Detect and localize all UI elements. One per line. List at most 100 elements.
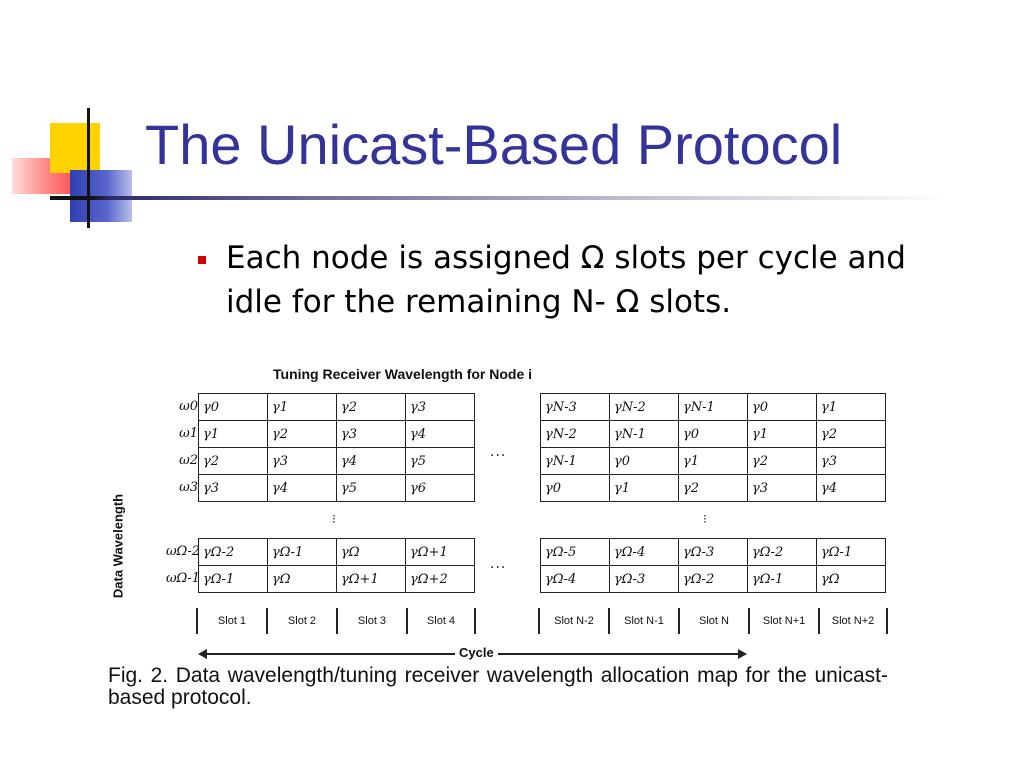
grid-cell: γΩ-4 <box>540 565 610 593</box>
grid-cell: γΩ <box>336 538 406 566</box>
grid-cell: γN-2 <box>609 393 679 421</box>
slot-label: Slot N+1 <box>748 608 818 634</box>
row-label: ω3 <box>179 480 198 495</box>
slide-title: The Unicast-Based Protocol <box>145 113 843 176</box>
grid-cell: γΩ-2 <box>747 538 817 566</box>
row-label: ωΩ-1 <box>165 571 200 586</box>
grid-cell: γ3 <box>267 447 337 475</box>
grid-cell: γ2 <box>678 474 748 502</box>
grid-cell: γN-1 <box>609 420 679 448</box>
slot-label: Slot N-1 <box>608 608 678 634</box>
grid-cell: γ0 <box>678 420 748 448</box>
logo-yellow-square <box>50 123 100 173</box>
logo-vertical-line <box>87 108 90 228</box>
slot-label: Slot 3 <box>336 608 406 634</box>
grid-cell: γ0 <box>609 447 679 475</box>
grid-cell: γ5 <box>405 447 475 475</box>
bullet-square-icon <box>198 256 206 264</box>
grid-cell: γ3 <box>747 474 817 502</box>
grid-cell: γ1 <box>267 393 337 421</box>
grid-cell: γΩ-3 <box>678 538 748 566</box>
figure-caption: Fig. 2. Data wavelength/tuning receiver … <box>108 664 888 709</box>
grid-cell: γΩ-4 <box>609 538 679 566</box>
grid-cell: γ3 <box>336 420 406 448</box>
row-labels-top: ω0 ω1 ω2 ω3 <box>108 393 198 501</box>
grid-cell: γΩ+2 <box>405 565 475 593</box>
grid-cell: γ1 <box>747 420 817 448</box>
grid-cell: γ2 <box>816 420 886 448</box>
row-label: ω2 <box>179 453 198 468</box>
vertical-ellipsis-right: ⁝ <box>703 512 707 526</box>
allocation-map-figure: Tuning Receiver Wavelength for Node i Da… <box>100 360 900 720</box>
grid-cell: γ2 <box>198 447 268 475</box>
grid-cell: γ2 <box>336 393 406 421</box>
grid-cell: γ0 <box>198 393 268 421</box>
grid-cell: γΩ <box>816 565 886 593</box>
grid-cell: γΩ-1 <box>816 538 886 566</box>
grid-cell: γΩ-5 <box>540 538 610 566</box>
row-label: ωΩ-2 <box>165 544 200 559</box>
row-label: ω1 <box>179 426 198 441</box>
grid-cell: γΩ+1 <box>336 565 406 593</box>
grid-cell: γ4 <box>816 474 886 502</box>
grid-cell: γ1 <box>198 420 268 448</box>
grid-cell: γΩ <box>267 565 337 593</box>
cycle-label: Cycle <box>455 645 498 660</box>
grid-cell: γ2 <box>747 447 817 475</box>
grid-cell: γ4 <box>336 447 406 475</box>
slot-label: Slot 1 <box>196 608 266 634</box>
slot-label: Slot 2 <box>266 608 336 634</box>
title-underline <box>50 196 950 200</box>
grid-cell: γ6 <box>405 474 475 502</box>
grid-cell: γΩ-1 <box>267 538 337 566</box>
grid-cell: γN-1 <box>678 393 748 421</box>
grid-cell: γ3 <box>198 474 268 502</box>
grid-cell: γΩ-2 <box>678 565 748 593</box>
grid-cell: γΩ-3 <box>609 565 679 593</box>
grid-cell: γ3 <box>816 447 886 475</box>
grid-cell: γΩ-2 <box>198 538 268 566</box>
bullet-text: Each node is assigned Ω slots per cycle … <box>226 240 906 320</box>
slot-label: Slot N-2 <box>538 608 608 634</box>
grid-cell: γΩ-1 <box>198 565 268 593</box>
grid-cell: γ3 <box>405 393 475 421</box>
grid-cell: γN-1 <box>540 447 610 475</box>
figure-title: Tuning Receiver Wavelength for Node i <box>273 366 533 382</box>
slot-label: Slot 4 <box>406 608 476 634</box>
slot-label: Slot N <box>678 608 748 634</box>
row-label: ω0 <box>179 399 198 414</box>
grid-cell: γ1 <box>678 447 748 475</box>
grid-cell: γ1 <box>816 393 886 421</box>
grid-cell: γ4 <box>267 474 337 502</box>
grid-cell: γ5 <box>336 474 406 502</box>
slots-left: Slot 1 Slot 2 Slot 3 Slot 4 <box>196 608 476 634</box>
grid-cell: γ1 <box>609 474 679 502</box>
slots-right: Slot N-2 Slot N-1 Slot N Slot N+1 Slot N… <box>538 608 888 634</box>
bullet-item: Each node is assigned Ω slots per cycle … <box>198 236 918 324</box>
vertical-ellipsis-left: ⁝ <box>332 512 336 526</box>
grid-cell: γ0 <box>540 474 610 502</box>
grid-cell: γ4 <box>405 420 475 448</box>
grid-cell: γ0 <box>747 393 817 421</box>
grid-cell: γΩ-1 <box>747 565 817 593</box>
ellipsis-bottom: ··· <box>490 560 507 576</box>
grid-cell: γN-3 <box>540 393 610 421</box>
ellipsis-top: ··· <box>490 448 507 464</box>
slot-label: Slot N+2 <box>818 608 888 634</box>
